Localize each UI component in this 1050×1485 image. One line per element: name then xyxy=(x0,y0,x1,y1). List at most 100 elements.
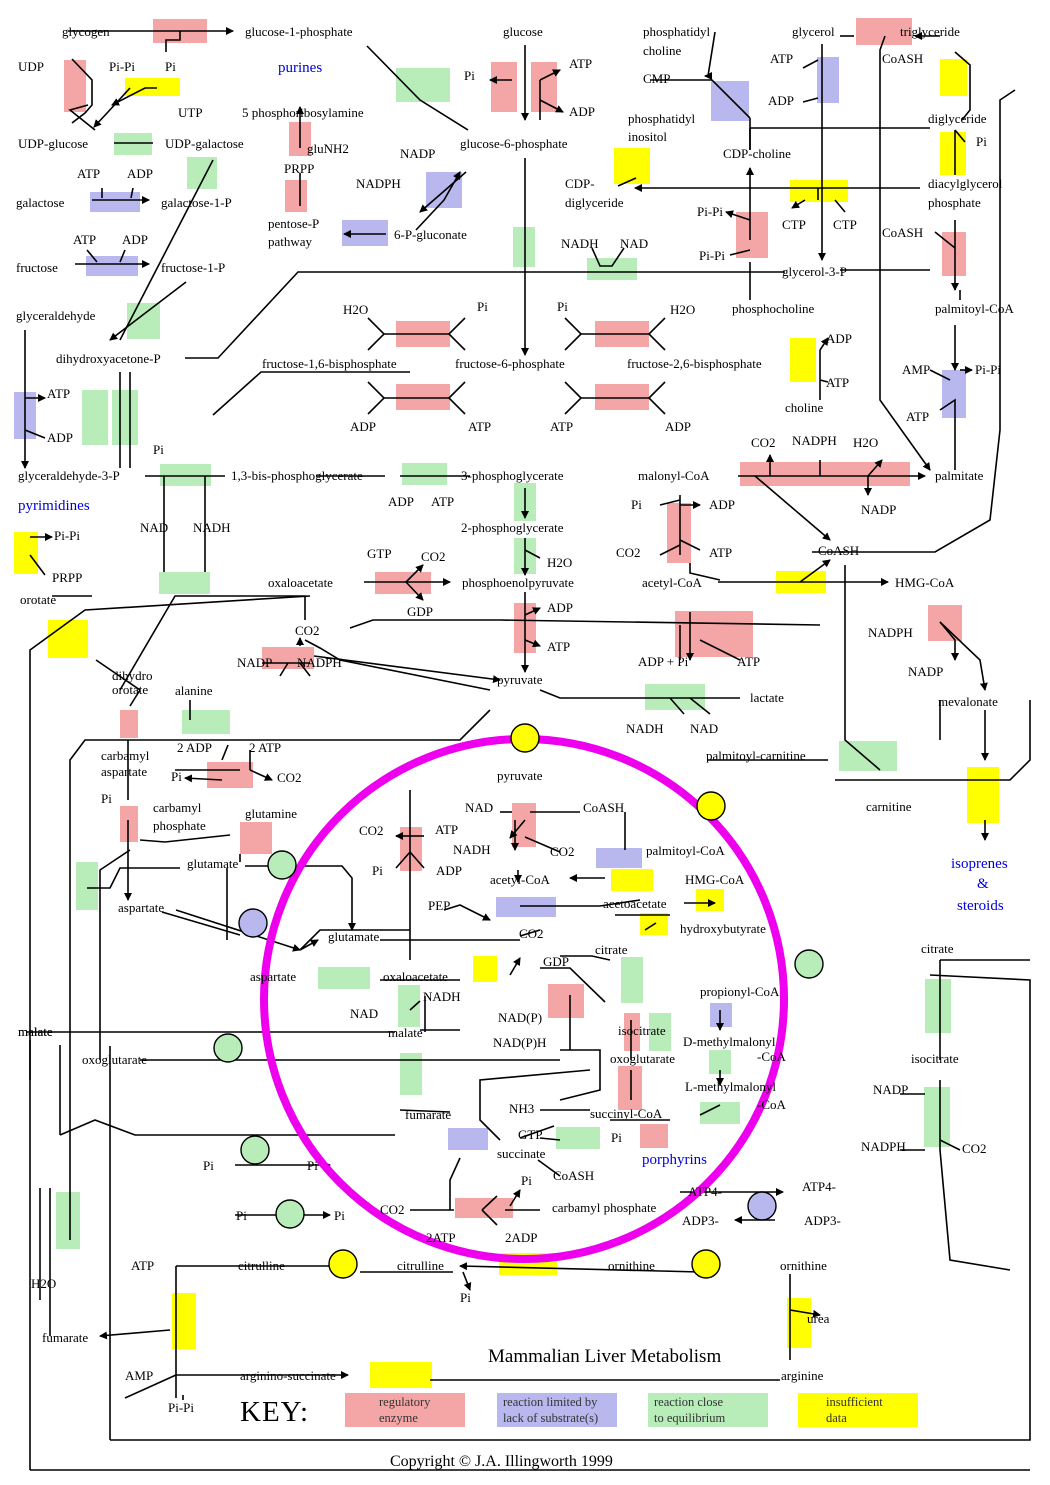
pathway-line xyxy=(184,774,223,783)
pathway-line xyxy=(212,371,410,416)
reaction-box xyxy=(160,464,211,486)
metabolite-label: ADP xyxy=(350,419,376,434)
metabolite-label: ADP xyxy=(826,331,852,346)
pathway-line xyxy=(689,563,721,581)
reaction-box xyxy=(396,384,450,410)
pathway-line xyxy=(559,1049,601,1101)
metabolite-label: NADPH xyxy=(868,625,913,640)
pathway-line xyxy=(29,554,46,576)
metabolite-label: GTP xyxy=(518,1127,543,1142)
transporter-circle xyxy=(267,850,297,880)
metabolite-label: ADP xyxy=(122,232,148,247)
pathway-line xyxy=(648,333,666,351)
pathway-line xyxy=(840,89,1016,553)
pathway-line xyxy=(754,475,831,541)
metabolite-label: pathway xyxy=(268,234,313,249)
metabolite-label: Pi-Pi xyxy=(697,204,723,219)
metabolite-label: ATP xyxy=(770,51,793,66)
metabolite-label: NADPH xyxy=(356,176,401,191)
pathway-line xyxy=(819,337,829,351)
pathway-line xyxy=(99,849,131,1060)
metabolite-label: CO2 xyxy=(616,545,641,560)
metabolite-label: orotate xyxy=(112,682,148,697)
pathway-line xyxy=(459,1262,701,1273)
metabolite-label: CoASH xyxy=(583,800,624,815)
pathway-line xyxy=(679,539,701,551)
metabolite-label: H2O xyxy=(343,302,368,317)
pathway-line xyxy=(249,769,273,781)
pathway-line xyxy=(819,379,829,383)
reaction-box xyxy=(448,1128,488,1150)
reaction-box xyxy=(548,984,584,1018)
metabolite-label: NADH xyxy=(626,721,664,736)
metabolite-label: -CoA xyxy=(757,1097,787,1112)
pathway-line xyxy=(119,249,126,263)
metabolite-label: fructose-1-P xyxy=(161,260,225,275)
pathway-line xyxy=(130,187,134,199)
pathway-line xyxy=(409,1000,421,1011)
pathway-line xyxy=(409,851,425,869)
metabolite-label: UDP-galactose xyxy=(165,136,244,151)
metabolite-label: CO2 xyxy=(751,435,776,450)
transporter-circle xyxy=(747,1191,777,1221)
metabolite-label: NADH xyxy=(423,989,461,1004)
metabolite-label: palmitoyl-carnitine xyxy=(706,748,806,763)
metabolite-label: CO2 xyxy=(421,549,446,564)
metabolite-label: CO2 xyxy=(359,823,384,838)
pathway-line xyxy=(540,967,606,1003)
transporter-circle xyxy=(510,723,540,753)
reaction-box xyxy=(318,967,370,989)
metabolite-label: CoASH xyxy=(818,543,859,558)
pathway-line xyxy=(564,333,582,351)
metabolite-label: urea xyxy=(807,1311,830,1326)
pathway-line xyxy=(725,210,751,221)
pathway-line xyxy=(479,1069,591,1141)
pathway-line xyxy=(802,59,819,69)
metabolite-label: malonyl-CoA xyxy=(638,468,710,483)
metabolite-label: phosphate xyxy=(153,818,206,833)
metabolite-label: alanine xyxy=(175,683,213,698)
metabolite-label: malate xyxy=(388,1025,423,1040)
pathway-line xyxy=(419,171,467,213)
metabolite-label: ATP4- xyxy=(802,1179,836,1194)
reaction-box xyxy=(159,572,210,594)
metabolite-label: NADP xyxy=(400,146,435,161)
metabolite-label: CO2 xyxy=(277,770,302,785)
metabolite-label: NADPH xyxy=(861,1139,906,1154)
pathway-line xyxy=(954,129,966,143)
pathway-line xyxy=(405,564,424,583)
metabolite-label: Pi xyxy=(611,1130,622,1145)
key-text: to equilibrium xyxy=(654,1411,725,1425)
reaction-box xyxy=(967,767,999,823)
transporter-circle xyxy=(696,791,726,821)
metabolite-label: H2O xyxy=(853,435,878,450)
reaction-box xyxy=(56,1192,80,1249)
metabolite-label: NADH xyxy=(561,236,599,251)
metabolite-label: NH3 xyxy=(509,1101,534,1116)
metabolite-label: ADP xyxy=(709,497,735,512)
metabolite-label: NADPH xyxy=(297,655,342,670)
metabolite-label: CO2 xyxy=(380,1202,405,1217)
pathway-line xyxy=(791,199,806,209)
pathway-line xyxy=(939,398,956,470)
pathway-line xyxy=(448,333,466,351)
metabolite-label: L-methylmalonyl xyxy=(685,1079,776,1094)
reaction-box xyxy=(940,59,967,96)
metabolite-label: glycerol xyxy=(792,24,835,39)
metabolite-label: glutamate xyxy=(328,929,379,944)
pathway-line xyxy=(509,1189,521,1207)
metabolite-label: fructose-2,6-bisphosphate xyxy=(627,356,762,371)
metabolite-label: ATP xyxy=(47,386,70,401)
key-text: insufficient xyxy=(826,1395,883,1409)
key-text: lack of substrate(s) xyxy=(503,1411,598,1425)
metabolite-label: glyceraldehyde xyxy=(16,308,96,323)
metabolite-label: CMP xyxy=(643,71,670,86)
metabolite-label: choline xyxy=(643,43,681,58)
reaction-box xyxy=(285,180,307,212)
pathway-line xyxy=(879,35,931,471)
reaction-box xyxy=(839,741,897,771)
diagram-title: Mammalian Liver Metabolism xyxy=(488,1346,721,1367)
reaction-box xyxy=(375,572,431,594)
metabolite-label: acetyl-CoA xyxy=(490,872,551,887)
metabolite-label: mevalonate xyxy=(938,694,998,709)
